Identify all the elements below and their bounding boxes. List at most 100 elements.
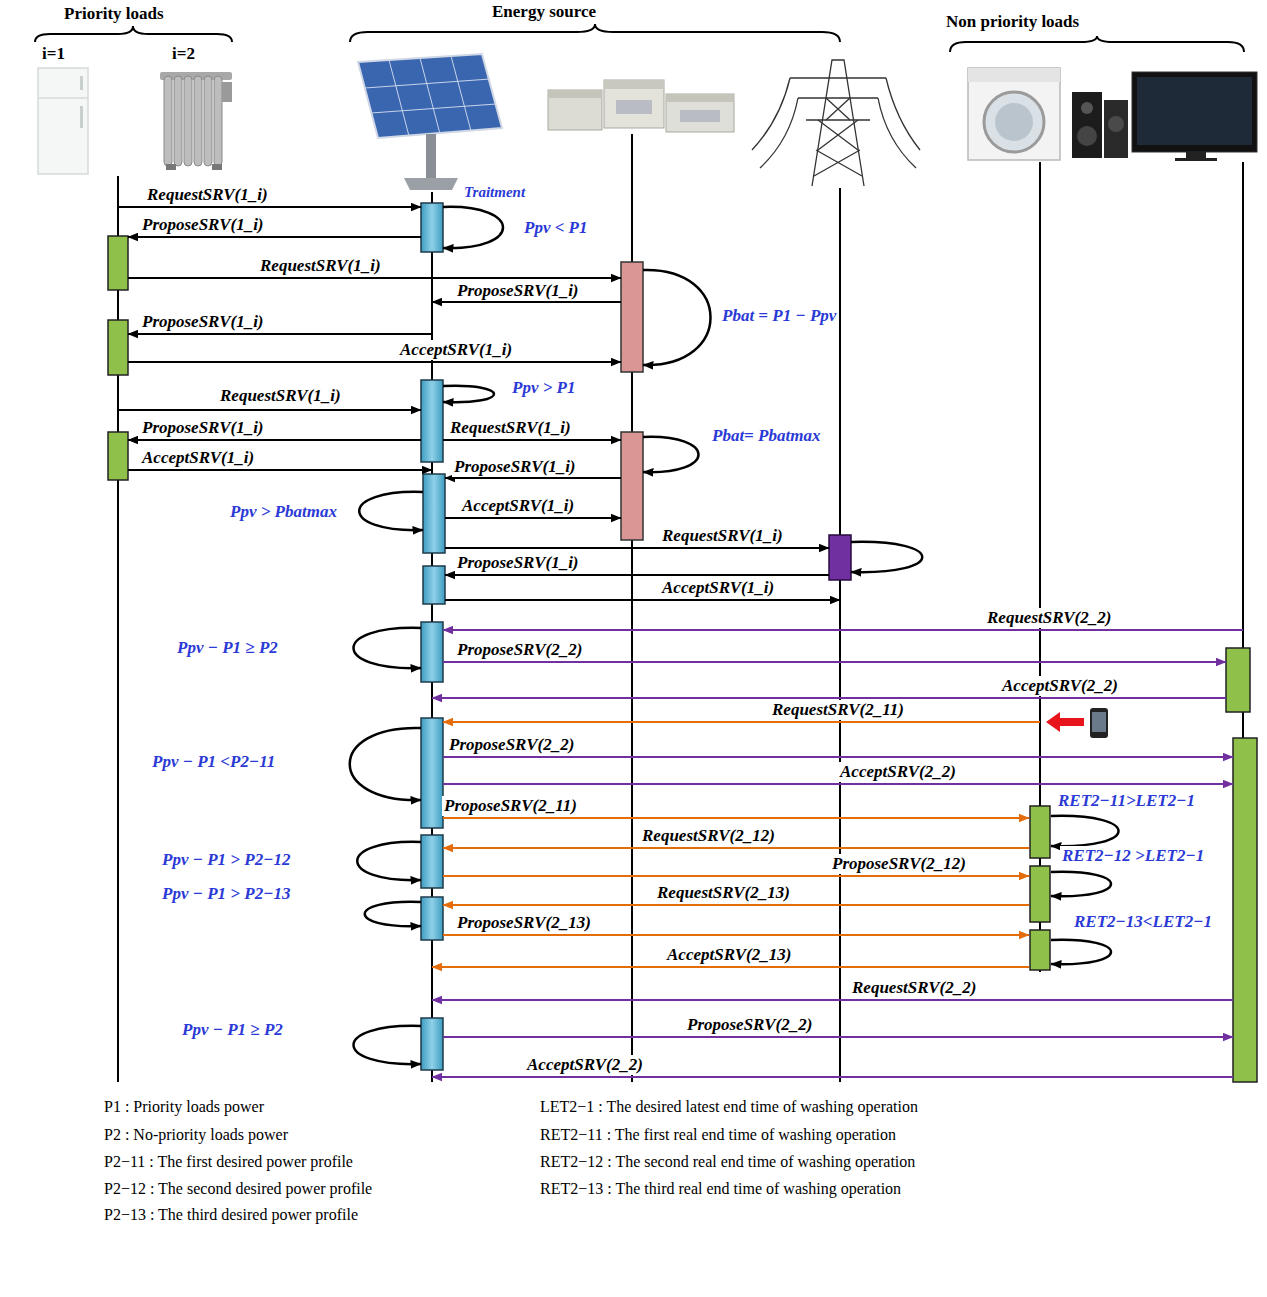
activation-bar	[421, 835, 443, 888]
phone-screen	[1092, 712, 1106, 732]
activation-bar	[829, 535, 851, 580]
message-arrow	[443, 439, 621, 441]
self-loop-arrow	[443, 207, 503, 248]
condition-note: Pbat= Pbatmax	[710, 426, 822, 446]
lifeline	[839, 188, 841, 1082]
self-loop-arrow	[1051, 816, 1119, 846]
message-arrow	[445, 477, 621, 479]
washer-door	[984, 92, 1044, 152]
pylon-brace	[814, 98, 862, 176]
message-label: AcceptSRV(1_i)	[398, 340, 514, 360]
message-arrow	[128, 361, 621, 363]
washer-panel	[968, 68, 1060, 82]
self-loop-arrow	[365, 902, 421, 926]
solar-panel-icon	[358, 54, 502, 190]
message-arrow	[443, 721, 1040, 723]
condition-note: Pbat = P1 − Ppv	[720, 306, 838, 326]
heater-fin	[184, 76, 192, 166]
message-arrow	[128, 333, 432, 335]
speaker	[1104, 100, 1128, 158]
brace	[350, 24, 840, 42]
heater-fin	[164, 76, 172, 166]
washer-body	[968, 68, 1060, 160]
battery-icon	[548, 80, 734, 132]
lifeline	[117, 176, 119, 1082]
fridge-handle	[80, 106, 83, 128]
activation-bar	[1030, 806, 1050, 858]
message-arrow	[432, 697, 1226, 699]
speaker-driver	[1108, 116, 1124, 132]
message-label: ProposeSRV(1_i)	[455, 281, 581, 301]
message-arrow	[128, 439, 421, 441]
condition-note: RET2−12 >LET2−1	[1060, 846, 1206, 866]
fridge-door-line	[38, 97, 88, 99]
message-arrow	[445, 599, 840, 601]
message-arrow	[432, 301, 621, 303]
panel-grid	[365, 79, 490, 88]
message-arrow	[432, 999, 1233, 1001]
pylon-tower	[812, 60, 864, 186]
panel-grid	[451, 56, 471, 131]
activation-bar	[423, 566, 445, 604]
message-label: ProposeSRV(2_13)	[455, 913, 593, 933]
fridge-icon	[38, 68, 88, 174]
battery-label	[680, 110, 720, 122]
self-loop-arrow	[357, 842, 421, 880]
message-arrow	[443, 661, 1226, 663]
panel-grid	[389, 60, 409, 136]
activation-bar	[1030, 930, 1050, 970]
battery-cap	[548, 90, 602, 98]
message-label: ProposeSRV(2_11)	[442, 796, 579, 816]
heater-fin	[174, 76, 182, 166]
legend-note: LET2−1 : The desired latest end time of …	[538, 1098, 920, 1116]
monitor-screen	[1137, 77, 1252, 145]
condition-note: RET2−11>LET2−1	[1056, 791, 1197, 811]
panel-base	[404, 178, 458, 190]
message-label: AcceptSRV(1_i)	[460, 496, 576, 516]
message-label: AcceptSRV(2_2)	[525, 1055, 645, 1075]
sequence-layer	[108, 134, 1257, 1082]
message-label: RequestSRV(1_i)	[448, 418, 573, 438]
fridge-body	[38, 68, 88, 174]
message-label: AcceptSRV(2_2)	[838, 762, 958, 782]
activation-bar	[1226, 648, 1250, 712]
panel-pole	[426, 134, 436, 180]
heater-foot	[166, 164, 176, 170]
message-arrow	[443, 629, 1243, 631]
pylon-icon	[752, 60, 920, 186]
message-label: ProposeSRV(2_2)	[455, 640, 584, 660]
heater-foot	[212, 164, 222, 170]
message-label: RequestSRV(1_i)	[660, 526, 785, 546]
self-loop-arrow	[443, 386, 494, 403]
activation-bar	[421, 1018, 443, 1070]
heater-fin	[194, 76, 202, 166]
message-label: AcceptSRV(1_i)	[140, 448, 256, 468]
message-label: RequestSRV(1_i)	[218, 386, 343, 406]
message-label: ProposeSRV(2_2)	[447, 735, 576, 755]
group-heading: i=2	[170, 44, 197, 64]
message-label: RequestSRV(1_i)	[145, 185, 270, 205]
pylon-arm	[790, 78, 886, 120]
condition-note: Ppv − P1 ≥ P2	[175, 638, 280, 658]
message-label: RequestSRV(1_i)	[258, 256, 383, 276]
legend-note: RET2−12 : The second real end time of wa…	[538, 1153, 917, 1171]
activation-bar	[621, 262, 643, 372]
self-loop-arrow	[643, 270, 711, 365]
panel-grid	[420, 58, 440, 134]
battery-cap	[604, 80, 664, 89]
message-arrow	[128, 277, 621, 279]
message-label: ProposeSRV(1_i)	[140, 215, 266, 235]
message-label: AcceptSRV(1_i)	[660, 578, 776, 598]
message-label: ProposeSRV(2_12)	[830, 854, 968, 874]
condition-note: Traitment	[462, 184, 527, 201]
message-arrow	[443, 756, 1233, 758]
activation-bar	[1030, 866, 1050, 922]
activation-bar	[108, 236, 128, 290]
speaker-driver	[1081, 102, 1093, 114]
trigger-arrow	[1046, 712, 1084, 732]
brace	[950, 36, 1244, 52]
message-label: ProposeSRV(1_i)	[140, 312, 266, 332]
message-arrow	[445, 574, 829, 576]
audio-video-icon	[1072, 72, 1257, 161]
